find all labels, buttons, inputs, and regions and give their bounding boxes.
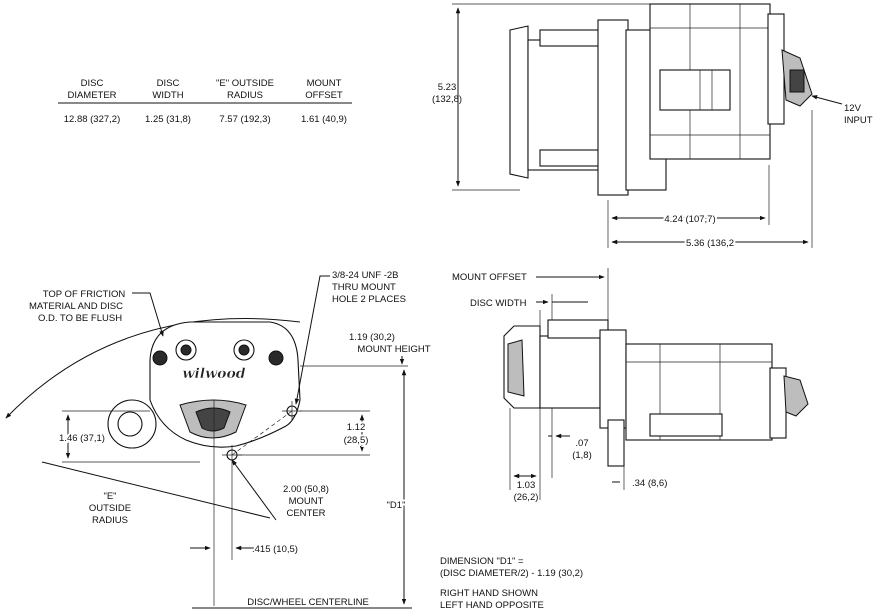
side-piston-housing [599, 329, 627, 429]
value-outside-radius: 7.57 (192,3) [219, 114, 270, 125]
friction-note-3: O.D. TO BE FLUSH [38, 313, 122, 324]
side-terminal-block [649, 413, 723, 437]
side-view: MOUNT OFFSET DISC WIDTH .07 (1,8) [452, 268, 809, 503]
bridge [527, 39, 609, 171]
value-disc-width: 1.25 (31,8) [145, 114, 191, 125]
e-radius-line [41, 461, 271, 519]
dim-34-text: .34 (8,6) [632, 478, 667, 489]
header-disc-diameter-1: DISC [81, 78, 104, 89]
d1-formula-1: DIMENSION "D1" = [440, 556, 524, 567]
dim-112-metric: (28,5) [344, 435, 369, 446]
dim-112-text: 1.12 [347, 422, 366, 433]
disc-width-label: DISC WIDTH [470, 298, 527, 309]
wheel-centerline-label: DISC/WHEEL CENTERLINE [247, 597, 369, 608]
wilwood-logo: wilwood [182, 366, 245, 382]
mount-flange [509, 25, 529, 179]
top-view: 5.23 (132,8) 12V INPUT [432, 3, 873, 251]
dim-146-text: 1.46 (37,1) [59, 433, 105, 444]
e-radius-1: "E" [103, 491, 116, 502]
input-label-2: INPUT [844, 115, 873, 126]
header-mount-offset-1: MOUNT [307, 78, 342, 89]
header-outside-radius-1: "E" OUTSIDE [216, 78, 274, 89]
friction-note-1: TOP OF FRICTION [43, 289, 126, 300]
header-outside-radius-2: RADIUS [227, 90, 263, 101]
input-label-1: 12V [844, 103, 862, 114]
connector-socket [789, 69, 805, 93]
mount-center-label-2: CENTER [286, 508, 325, 519]
mount-center-label-1: MOUNT [289, 496, 324, 507]
piston-housing [597, 19, 629, 196]
mount-hole-upper [282, 401, 302, 421]
input-leader [811, 95, 843, 105]
end-cap [767, 13, 785, 125]
side-connector [783, 375, 809, 417]
piston [195, 407, 231, 432]
header-disc-width-2: WIDTH [152, 90, 183, 101]
hand-note-2: LEFT HAND OPPOSITE [440, 600, 544, 611]
dim-07-text: .07 [575, 438, 588, 449]
thread-leader [294, 275, 330, 405]
height-dim-text: 5.23 [438, 82, 457, 93]
terminal-block [659, 69, 731, 111]
bolt-left-inner [180, 344, 192, 356]
spec-table: DISC DIAMETER DISC WIDTH "E" OUTSIDE RAD… [58, 78, 352, 125]
dim-07-metric: (1,8) [572, 450, 592, 461]
mount-height-label: MOUNT HEIGHT [357, 344, 430, 355]
rotor-tab-hole [117, 411, 143, 437]
caliper-side-body [503, 319, 809, 467]
bolt-right-inner [238, 344, 250, 356]
header-disc-diameter-2: DIAMETER [67, 90, 116, 101]
friction-note-2: MATERIAL AND DISC [29, 301, 123, 312]
front-view: wilwood TOP OF FRICTION MATERIAL AND DIS… [5, 270, 431, 609]
side-end-cap [769, 367, 787, 439]
side-top-rib [547, 319, 609, 339]
mount-center-value: 2.00 (50,8) [283, 484, 329, 495]
thread-note-3: HOLE 2 PLACES [332, 294, 406, 305]
value-disc-diameter: 12.88 (327,2) [64, 114, 121, 125]
bleeder-icon [152, 350, 168, 366]
height-dim-metric: (132,8) [432, 94, 462, 105]
mount-center-line [231, 410, 293, 456]
dim-415-text: .415 (10,5) [252, 544, 298, 555]
side-mount-bracket [607, 419, 625, 467]
e-radius-3: RADIUS [92, 515, 128, 526]
hand-note-1: RIGHT HAND SHOWN [440, 588, 538, 599]
outside-radius-arc [5, 318, 301, 419]
header-disc-width-1: DISC [157, 78, 180, 89]
dim-103-text: 1.03 [517, 480, 536, 491]
caliper-top-body [509, 3, 813, 196]
side-pad [507, 339, 525, 397]
thread-note-2: THRU MOUNT [332, 282, 396, 293]
dim-536-text: 5.36 (136,2 [686, 238, 734, 249]
thread-note-1: 3/8-24 UNF -2B [332, 270, 399, 281]
side-bridge [539, 335, 601, 409]
dim-424-text: 4.24 (107,7) [664, 214, 715, 225]
d1-label: "D1" [387, 500, 406, 511]
friction-leader [132, 292, 164, 337]
e-radius-2: OUTSIDE [89, 503, 131, 514]
value-mount-offset: 1.61 (40,9) [301, 114, 347, 125]
bleeder-icon [268, 350, 284, 366]
mount-center-leader [231, 459, 277, 521]
mount-height-value: 1.19 (30,2) [349, 332, 395, 343]
header-mount-offset-2: OFFSET [305, 90, 343, 101]
notes: DIMENSION "D1" = (DISC DIAMETER/2) - 1.1… [440, 556, 583, 611]
mount-offset-label: MOUNT OFFSET [452, 272, 527, 283]
dim-103-metric: (26,2) [514, 492, 539, 503]
d1-formula-2: (DISC DIAMETER/2) - 1.19 (30,2) [440, 568, 583, 579]
